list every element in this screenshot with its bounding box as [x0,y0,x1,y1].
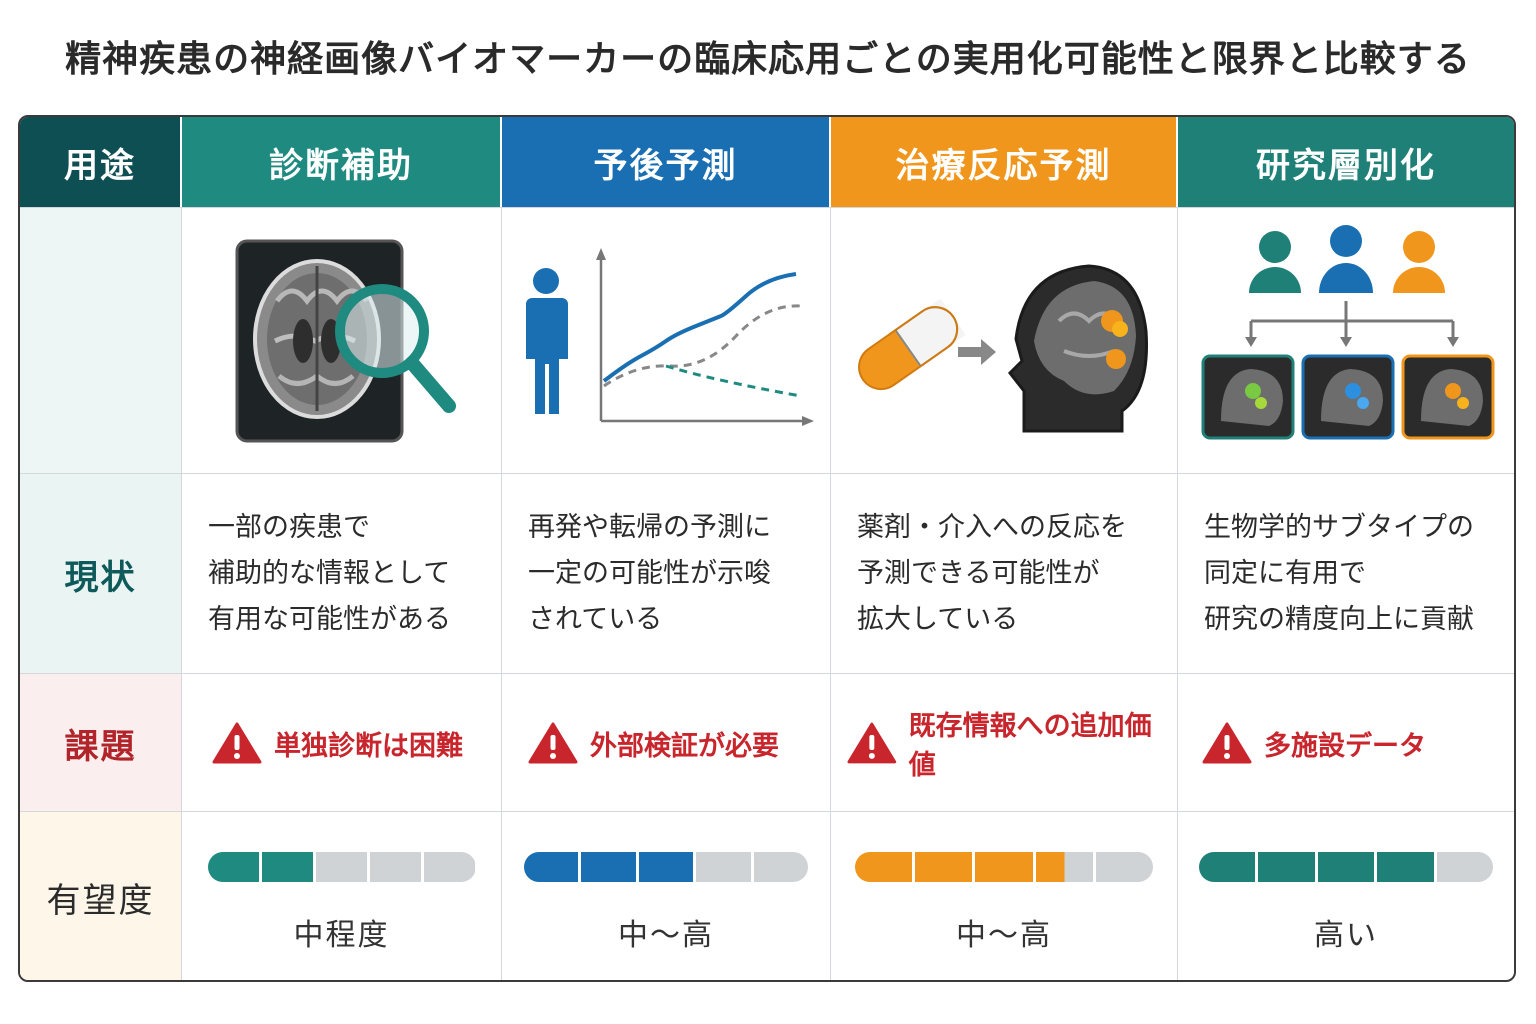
promise-row: 有望度 中程度 中～高 中～高 高い [20,811,1514,980]
promise-bar-treatment [855,851,1153,882]
promise-segment [370,851,422,882]
person-trend-chart-icon [526,248,814,426]
issue-text: 単独診断は困難 [274,730,463,762]
promise-segment [1199,851,1256,882]
promise-segment [638,851,694,882]
status-stratification: 生物学的サブタイプの 同定に有用で 研究の精度向上に貢献 [1204,512,1474,635]
promise-segment [424,851,476,882]
promise-segment [1035,851,1093,882]
warning-icon [212,722,262,764]
issue-text: 多施設データ [1264,730,1426,762]
header-corner: 用途 [20,117,182,207]
header-stratification: 研究層別化 [1178,117,1514,207]
illustration-treatment [831,208,1178,474]
pill-to-brain-icon [858,264,1148,433]
illustration-diagnosis [182,208,502,474]
comparison-table: 用途 診断補助 予後予測 治療反応予測 研究層別化 [18,115,1516,982]
promise-segment [1436,851,1493,882]
header-prognosis: 予後予測 [502,117,831,207]
status-treatment: 薬剤・介入への反応を 予測できる可能性が 拡大している [857,512,1127,635]
status-prognosis: 再発や転帰の予測に 一定の可能性が示唆 されている [528,512,771,635]
promise-bar-prognosis [524,851,808,882]
promise-segment [855,851,913,882]
promise-segment [524,851,579,882]
issue-text: 外部検証が必要 [590,730,779,762]
promise-label-stratification: 高い [1314,917,1378,953]
issue-row-label: 課題 [20,674,182,812]
promise-label-diagnosis: 中程度 [293,917,390,953]
promise-segment [753,851,808,882]
issue-stratification: 多施設データ [1202,721,1426,765]
warning-icon [1202,722,1252,764]
promise-bar-diagnosis [207,851,476,882]
promise-row-label: 有望度 [20,812,182,980]
promise-segment [696,851,751,882]
illustration-row [20,207,1514,474]
issue-text: 既存情報への追加価値 [908,711,1152,781]
issue-treatment: 既存情報への追加価値 [847,704,1177,782]
brain-mri-magnifier-icon [235,239,456,443]
promise-segment [1258,851,1315,882]
promise-label-prognosis: 中～高 [618,917,714,953]
header-row: 用途 診断補助 予後予測 治療反応予測 研究層別化 [20,117,1514,207]
status-diagnosis: 一部の疾患で 補助的な情報として 有用な可能性がある [208,512,451,635]
people-subtype-brains-icon [1201,225,1495,440]
illustration-prognosis [502,208,831,474]
promise-segment [1377,851,1434,882]
promise-segment [207,851,259,882]
promise-segment [581,851,636,882]
issue-row: 課題 単独診断は困難 外部検証が必要 既存情報への追加価値 多施設データ [20,673,1514,812]
status-row: 現状 一部の疾患で 補助的な情報として 有用な可能性がある 再発や転帰の予測に … [20,473,1514,674]
promise-label-treatment: 中～高 [956,917,1052,953]
header-treatment: 治療反応予測 [831,117,1178,207]
warning-icon [847,722,897,764]
warning-icon [528,722,578,764]
promise-segment [1317,851,1375,882]
header-diagnosis: 診断補助 [182,117,502,207]
illustration-label-cell [20,208,182,474]
issue-prognosis: 外部検証が必要 [528,721,779,765]
promise-bar-stratification [1199,851,1493,882]
status-row-label: 現状 [20,474,182,674]
promise-segment [315,851,368,882]
promise-segment [915,851,973,882]
promise-segment [975,851,1033,882]
promise-segment [1095,851,1153,882]
issue-diagnosis: 単独診断は困難 [212,721,463,765]
promise-segment [261,851,313,882]
illustration-stratification [1178,208,1514,474]
page-title: 精神疾患の神経画像バイオマーカーの臨床応用ごとの実用化可能性と限界と比較する [65,39,1471,80]
